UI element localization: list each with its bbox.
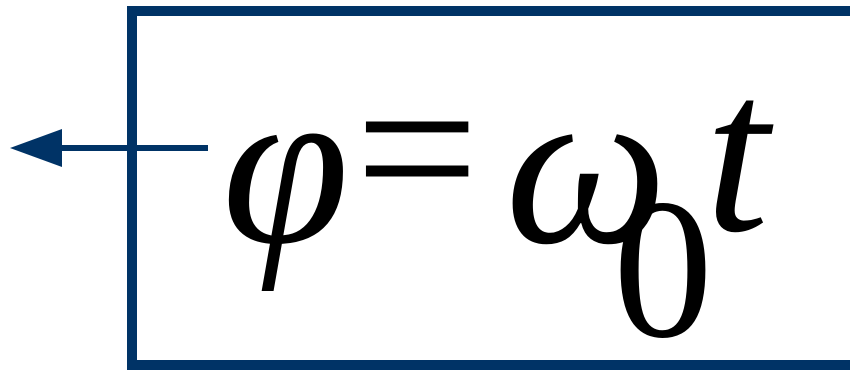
time-variable: t [705, 25, 769, 280]
omega-symbol: ω [505, 37, 668, 292]
arrow-head-icon [10, 129, 62, 167]
equals-sign: = [355, 26, 480, 270]
phi-symbol: φ [222, 37, 350, 292]
omega-subscript: 0 [613, 159, 713, 378]
equation-frame [127, 6, 850, 370]
